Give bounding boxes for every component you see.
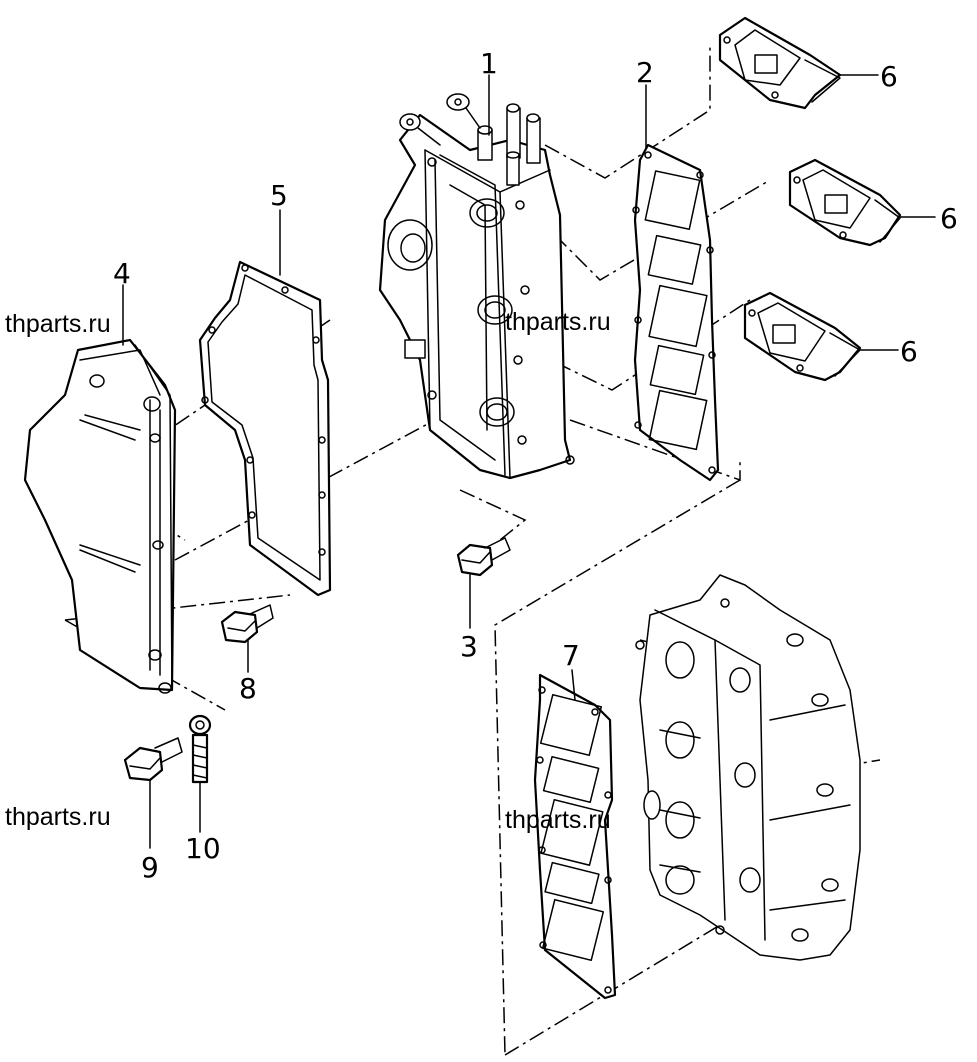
callout-6-middle: 6 (940, 202, 958, 235)
part-1-block (378, 93, 575, 480)
part-4-cover (23, 338, 177, 694)
callout-1: 1 (480, 47, 498, 80)
part-6-reed-valve-middle (788, 158, 902, 247)
part-6-reed-valve-bottom (743, 291, 862, 382)
callout-4: 4 (113, 257, 131, 290)
crankcase (635, 574, 861, 961)
part-9-bolt (123, 737, 183, 782)
watermark-1: thparts.ru (5, 310, 111, 338)
watermark-4: thparts.ru (505, 806, 611, 834)
part-5-gasket (198, 260, 332, 597)
callout-10: 10 (185, 832, 221, 865)
watermark-3: thparts.ru (5, 803, 111, 831)
part-8-bolt (220, 604, 274, 644)
callout-6-bottom: 6 (900, 335, 918, 368)
part-10-stud (188, 714, 212, 784)
part-2-gasket (632, 143, 720, 482)
part-7-gasket (533, 673, 617, 1000)
callout-3: 3 (460, 630, 478, 663)
callout-8: 8 (239, 672, 257, 705)
callout-5: 5 (270, 179, 288, 212)
callout-6-top: 6 (880, 60, 898, 93)
watermark-2: thparts.ru (505, 308, 611, 336)
callout-9: 9 (141, 851, 159, 884)
watermarks: thparts.ru thparts.ru thparts.ru thparts… (5, 308, 611, 834)
callout-7: 7 (562, 639, 580, 672)
callout-2: 2 (636, 56, 654, 89)
part-6-reed-valve-top (718, 16, 842, 110)
callouts: 1 2 3 4 5 6 6 6 7 8 9 10 (113, 47, 958, 884)
part-3-bolt (456, 537, 511, 577)
leader-lines (122, 74, 936, 849)
